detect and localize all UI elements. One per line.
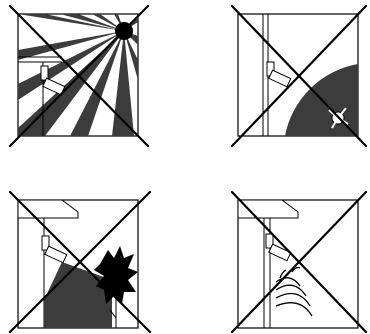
panel-heat-source [232,192,366,332]
panel-direct-sunlight [10,6,148,146]
panel-moving-object [232,6,366,146]
panel-obstruction [10,192,150,332]
